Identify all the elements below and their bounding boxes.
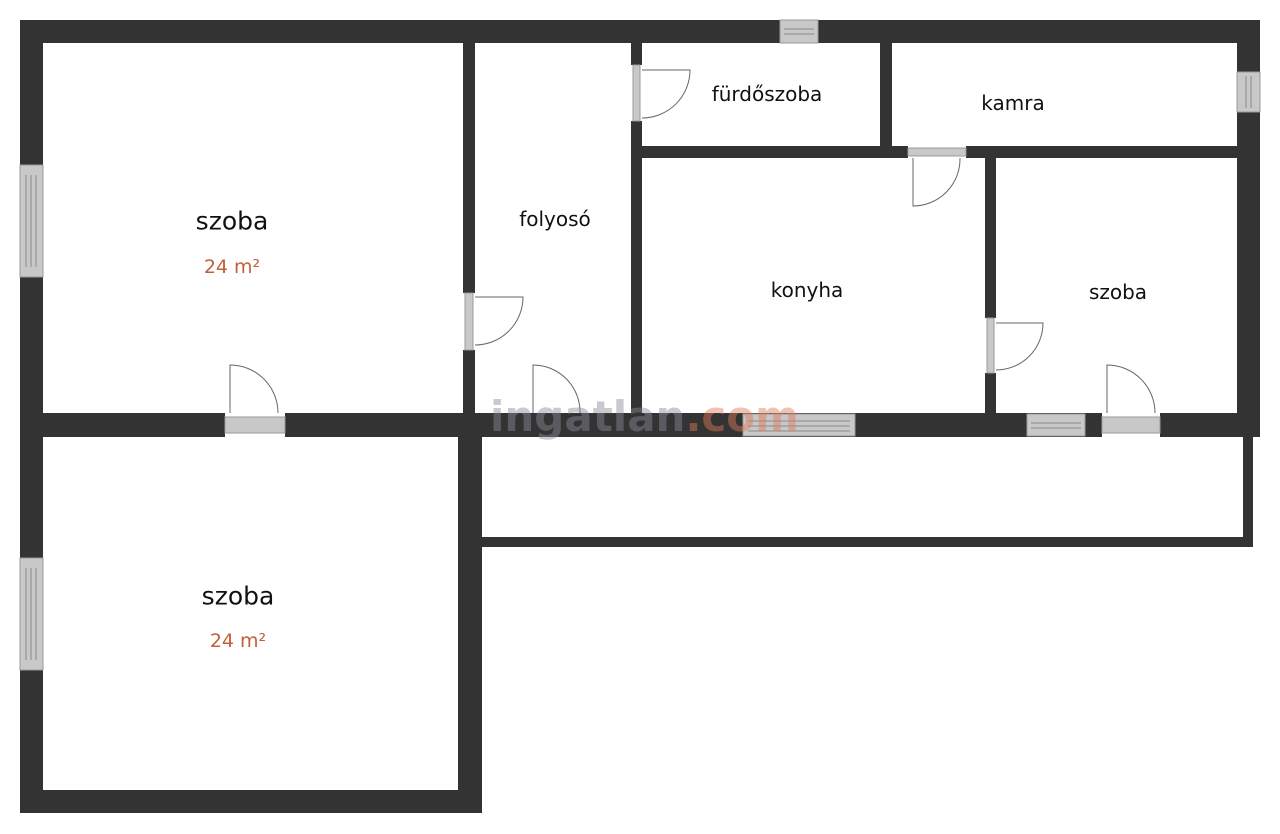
watermark-logo: ingatlan.com (490, 392, 799, 441)
room-label-szoba-3: szoba (201, 581, 275, 611)
room-label-szoba-2: szoba (1088, 280, 1148, 304)
room-label-szoba-1: szoba (195, 206, 269, 236)
room-label-furdoszoba: fürdőszoba (711, 82, 823, 106)
room-area-szoba-1: 24 m² (203, 256, 261, 278)
doors (224, 64, 1161, 437)
room-area-szoba-3: 24 m² (209, 630, 267, 652)
windows (19, 19, 1261, 671)
room-label-kamra: kamra (981, 91, 1045, 115)
room-label-konyha: konyha (770, 278, 844, 302)
room-label-folyoso: folyosó (519, 207, 591, 231)
